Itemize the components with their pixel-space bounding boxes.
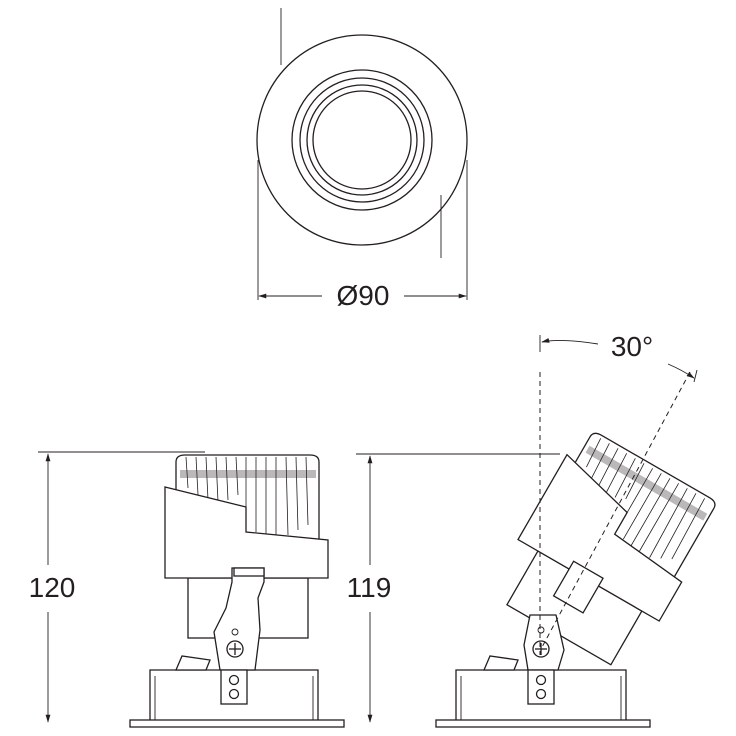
diameter-label: Ø90 bbox=[337, 280, 390, 311]
side-view-straight: 120 bbox=[29, 451, 345, 728]
height-straight-label: 120 bbox=[29, 572, 76, 603]
tilt-angle-label: 30° bbox=[611, 331, 653, 362]
height-tilted-label: 119 bbox=[347, 572, 392, 603]
side-view-tilted: 119 bbox=[347, 331, 716, 728]
top-view: Ø90 bbox=[256, 8, 468, 311]
fins-straight bbox=[180, 456, 316, 536]
